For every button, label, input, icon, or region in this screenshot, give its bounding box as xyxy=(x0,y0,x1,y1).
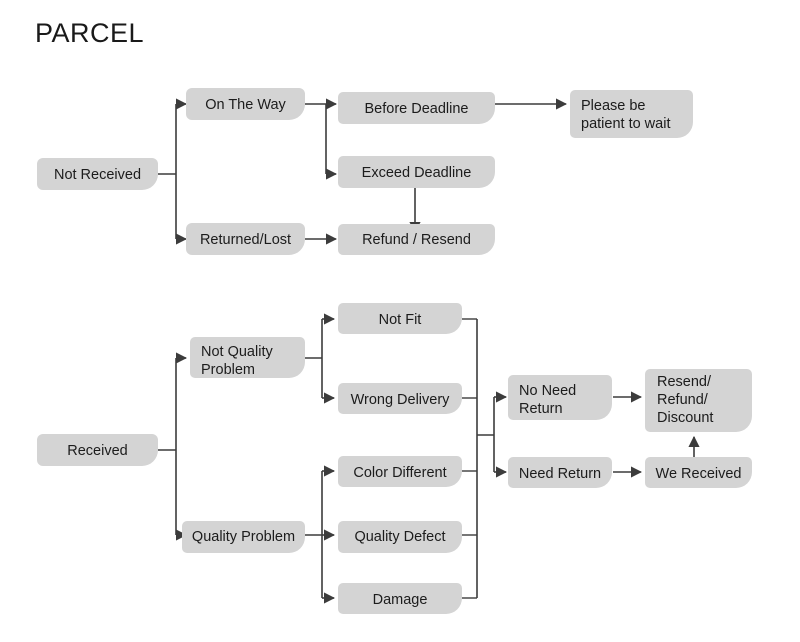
node-need-return[interactable]: Need Return xyxy=(508,457,612,488)
node-refund-resend[interactable]: Refund / Resend xyxy=(338,224,495,255)
node-label-line-2: Return xyxy=(519,401,563,417)
node-label-line-2: Problem xyxy=(201,362,255,378)
node-label-line-1: Not Quality xyxy=(201,344,273,360)
node-label: Quality Defect xyxy=(354,529,445,545)
node-label-line-2: patient to wait xyxy=(581,116,670,132)
node-color-different[interactable]: Color Different xyxy=(338,456,462,487)
node-resend-refund-discount[interactable]: Resend/ Refund/ Discount xyxy=(645,369,752,432)
node-no-need-return[interactable]: No Need Return xyxy=(508,375,612,420)
node-exceed-deadline[interactable]: Exceed Deadline xyxy=(338,156,495,188)
node-label-line-1: No Need xyxy=(519,383,576,399)
node-label: Before Deadline xyxy=(365,101,469,117)
node-label: Refund / Resend xyxy=(362,232,471,248)
node-wrong-delivery[interactable]: Wrong Delivery xyxy=(338,383,462,414)
node-label-line-1: Please be xyxy=(581,98,646,114)
node-we-received[interactable]: We Received xyxy=(645,457,752,488)
node-label: We Received xyxy=(656,466,742,482)
node-quality-problem[interactable]: Quality Problem xyxy=(182,521,305,553)
node-label: On The Way xyxy=(205,97,286,113)
node-on-the-way[interactable]: On The Way xyxy=(186,88,305,120)
node-please-be-patient-to-wait[interactable]: Please be patient to wait xyxy=(570,90,693,138)
page-title: PARCEL xyxy=(35,18,144,48)
node-returned-lost[interactable]: Returned/Lost xyxy=(186,223,305,255)
node-damage[interactable]: Damage xyxy=(338,583,462,614)
node-label-line-1: Resend/ xyxy=(657,374,712,390)
node-not-quality-problem[interactable]: Not Quality Problem xyxy=(190,337,305,378)
node-label: Not Fit xyxy=(379,312,422,328)
node-label: Received xyxy=(67,443,127,459)
node-label: Not Received xyxy=(54,167,141,183)
node-not-fit[interactable]: Not Fit xyxy=(338,303,462,334)
node-label: Quality Problem xyxy=(192,529,295,545)
node-label: Returned/Lost xyxy=(200,232,291,248)
node-label: Wrong Delivery xyxy=(351,392,451,408)
node-label: Damage xyxy=(373,592,428,608)
node-label: Color Different xyxy=(353,465,446,481)
node-label-line-2: Refund/ xyxy=(657,392,709,408)
node-label: Exceed Deadline xyxy=(362,165,472,181)
node-not-received[interactable]: Not Received xyxy=(37,158,158,190)
node-label: Need Return xyxy=(519,466,601,482)
node-received[interactable]: Received xyxy=(37,434,158,466)
node-label-line-3: Discount xyxy=(657,410,713,426)
node-quality-defect[interactable]: Quality Defect xyxy=(338,521,462,553)
node-before-deadline[interactable]: Before Deadline xyxy=(338,92,495,124)
